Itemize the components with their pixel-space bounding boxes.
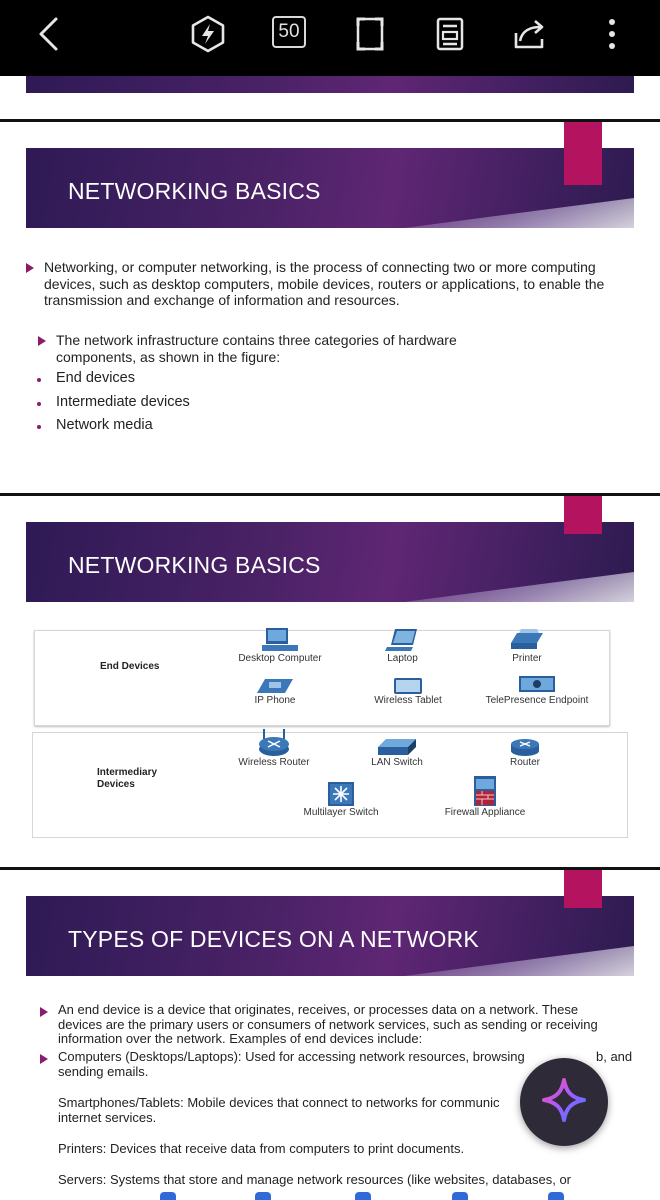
paragraph-networking-definition: Networking, or computer networking, is t… <box>44 259 605 308</box>
accent-tab <box>564 870 602 908</box>
accent-tab <box>564 122 602 185</box>
device-telepresence-endpoint: TelePresence Endpoint <box>475 675 599 706</box>
page-separator <box>0 867 660 870</box>
list-item: Network media <box>56 417 153 433</box>
slide-title-banner: NETWORKING BASICS <box>26 522 634 602</box>
paragraph-end-device-definition: An end device is a device that originate… <box>58 1002 598 1046</box>
tablet-icon <box>363 677 453 695</box>
back-button[interactable] <box>26 12 70 56</box>
list-item: Intermediate devices <box>56 394 190 410</box>
lightning-hexagon-icon <box>189 15 227 53</box>
paragraph-printers: Printers: Devices that receive data from… <box>58 1141 465 1156</box>
printer-icon <box>497 627 557 653</box>
bullet-dot <box>37 402 41 406</box>
slide-networking-basics-2: NETWORKING BASICS End Devices Desktop Co… <box>0 496 660 868</box>
device-router: Router <box>495 737 555 768</box>
device-lan-switch: LAN Switch <box>355 737 439 768</box>
paragraph-smartphones-line2: internet services. <box>58 1110 157 1125</box>
device-printer: Printer <box>497 627 557 664</box>
page-layout-icon <box>435 16 465 52</box>
firewall-icon <box>433 775 537 807</box>
device-laptop: Laptop <box>355 627 450 664</box>
accent-tab <box>564 496 602 534</box>
bullet-arrow <box>26 263 34 273</box>
wireless-router-icon <box>223 727 325 757</box>
zoom-level-button[interactable]: 50 <box>272 16 306 48</box>
page-layout-button[interactable] <box>428 12 472 56</box>
multilayer-switch-icon <box>291 781 391 807</box>
telepresence-icon <box>475 675 599 695</box>
end-devices-label: End Devices <box>100 661 160 672</box>
more-vertical-icon <box>607 16 617 52</box>
share-button[interactable] <box>508 12 552 56</box>
slide-title-banner: TYPES OF DEVICES ON A NETWORK <box>26 896 634 976</box>
lan-switch-icon <box>355 737 439 757</box>
page-separator <box>0 119 660 122</box>
paragraph-computers-tail: b, and <box>596 1049 633 1064</box>
fullscreen-button[interactable] <box>348 12 392 56</box>
paragraph-infrastructure: The network infrastructure contains thre… <box>56 332 457 365</box>
paragraph-computers-line2: sending emails. <box>58 1064 149 1079</box>
device-wireless-tablet: Wireless Tablet <box>363 677 453 706</box>
intermediary-devices-figure: Intermediary Devices Wireless Router LAN… <box>32 729 628 838</box>
bullet-arrow <box>40 1054 48 1064</box>
fullscreen-frame-icon <box>355 16 385 52</box>
device-multilayer-switch: Multilayer Switch <box>291 781 391 818</box>
previous-slide-banner <box>26 76 634 93</box>
router-icon <box>495 737 555 757</box>
slide-title: NETWORKING BASICS <box>68 552 321 578</box>
reader-toolbar: 50 <box>0 0 660 76</box>
intermediary-devices-label: Intermediary Devices <box>97 767 158 790</box>
end-devices-figure: End Devices Desktop Computer Laptop Prin… <box>34 627 610 726</box>
laptop-icon <box>355 627 450 653</box>
device-firewall-appliance: Firewall Appliance <box>433 775 537 818</box>
slide-title-banner: NETWORKING BASICS <box>26 148 634 228</box>
paragraph-smartphones: Smartphones/Tablets: Mobile devices that… <box>58 1096 500 1110</box>
more-options-button[interactable] <box>590 12 634 56</box>
chevron-left-icon <box>36 16 60 52</box>
slide-types-of-devices: TYPES OF DEVICES ON A NETWORK An end dev… <box>0 870 660 1200</box>
bottom-nav-hint <box>548 1192 564 1200</box>
device-desktop-computer: Desktop Computer <box>225 627 335 664</box>
bullet-arrow <box>40 1007 48 1017</box>
ai-sparkle-icon <box>541 1077 587 1128</box>
share-icon <box>510 17 550 51</box>
bullet-arrow <box>38 336 46 346</box>
bottom-nav-hint <box>160 1192 176 1200</box>
list-item: End devices <box>56 370 135 386</box>
speed-mode-button[interactable] <box>186 12 230 56</box>
slide-title: TYPES OF DEVICES ON A NETWORK <box>68 926 479 952</box>
slide-title: NETWORKING BASICS <box>68 178 321 204</box>
paragraph-computers: Computers (Desktops/Laptops): Used for a… <box>58 1050 528 1064</box>
slide-networking-basics-1: NETWORKING BASICS Networking, or compute… <box>0 122 660 494</box>
device-wireless-router: Wireless Router <box>223 727 325 768</box>
ai-assistant-button[interactable] <box>520 1058 608 1146</box>
bottom-nav-hint <box>255 1192 271 1200</box>
bullet-dot <box>37 425 41 429</box>
desktop-computer-icon <box>225 627 335 653</box>
ip-phone-icon <box>240 677 310 695</box>
device-ip-phone: IP Phone <box>240 677 310 706</box>
paragraph-servers: Servers: Systems that store and manage n… <box>58 1173 572 1187</box>
bottom-nav-hint <box>452 1192 468 1200</box>
page-separator <box>0 493 660 496</box>
bullet-dot <box>37 378 41 382</box>
bottom-nav-hint <box>355 1192 371 1200</box>
document-viewer[interactable]: NETWORKING BASICS Networking, or compute… <box>0 76 660 1200</box>
